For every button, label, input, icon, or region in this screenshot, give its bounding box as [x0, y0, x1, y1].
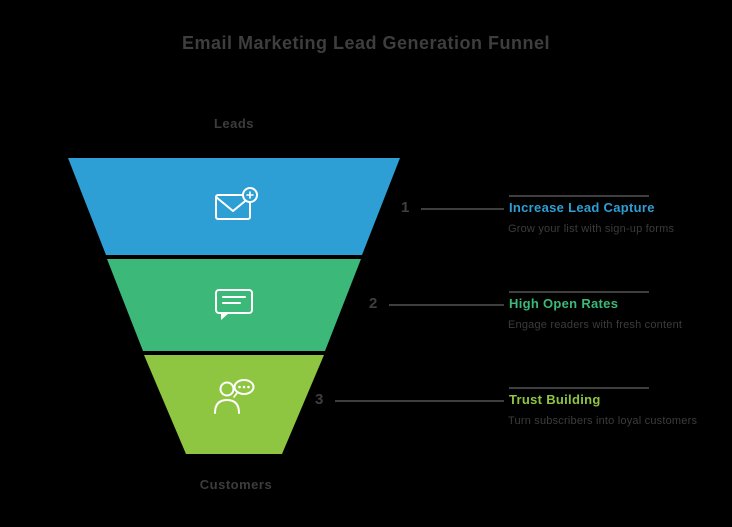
stage-2-heading: High Open Rates — [509, 296, 619, 311]
stage-1-heading-rule — [509, 195, 649, 197]
stage-2-connector-line — [389, 304, 504, 306]
funnel-top-label: Leads — [213, 116, 255, 131]
funnel-bottom-label: Customers — [199, 477, 273, 492]
page-title: Email Marketing Lead Generation Funnel — [181, 33, 551, 53]
funnel-stage-3-segment — [144, 355, 324, 454]
stage-2-heading-rule — [509, 291, 649, 293]
envelope-plus-icon — [215, 187, 258, 220]
chat-message-icon — [215, 289, 253, 320]
stage-3-heading-rule — [509, 387, 649, 389]
funnel-stage-2-segment — [107, 259, 361, 351]
stage-3-description: Turn subscribers into loyal customers — [508, 415, 698, 427]
stage-2-description: Engage readers with fresh content — [508, 319, 683, 331]
stage-3-connector-line — [335, 400, 504, 402]
stage-1-number: 1 — [401, 199, 410, 216]
stage-1-description: Grow your list with sign-up forms — [508, 223, 675, 235]
stage-3-heading: Trust Building — [509, 392, 601, 407]
person-speech-icon — [214, 379, 255, 414]
stage-3-number: 3 — [315, 391, 324, 408]
funnel-stage-1-segment — [68, 158, 400, 255]
stage-1-heading: Increase Lead Capture — [509, 200, 655, 215]
stage-2-number: 2 — [369, 295, 378, 312]
stage-1-connector-line — [421, 208, 504, 210]
